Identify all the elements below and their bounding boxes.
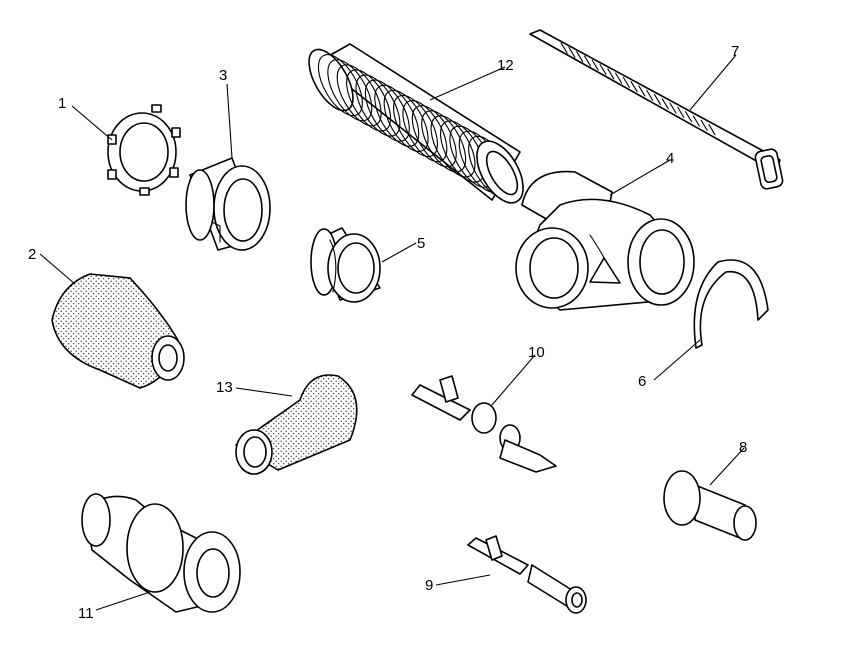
tube-rib (336, 64, 382, 127)
part-8-pin (663, 470, 757, 541)
part-3-coupling-nut (185, 157, 271, 251)
tie-tooth (669, 102, 677, 114)
tube-rib (393, 94, 438, 158)
tube-rib (439, 120, 485, 183)
part-2-boot (51, 273, 185, 389)
callout-12: 12 (497, 57, 514, 74)
tube-rib (421, 110, 467, 173)
callout-13: 13 (216, 379, 233, 396)
tube-rib (430, 115, 476, 178)
tie-tooth (599, 63, 607, 76)
part-1-lock-ring (107, 104, 181, 196)
callout-3: 3 (219, 67, 227, 84)
tie-tooth (576, 51, 584, 63)
callout-4: 4 (666, 150, 674, 167)
tube-rib (402, 100, 448, 163)
tube-rib (317, 54, 363, 117)
tie-tooth (591, 59, 599, 71)
tie-tooth (692, 115, 700, 127)
callout-11: 11 (78, 605, 94, 622)
part-4-tee-fitting (515, 170, 695, 311)
tube-rib (374, 84, 420, 147)
callout-6: 6 (638, 373, 646, 390)
tie-tooth (630, 81, 638, 93)
tie-tooth (568, 46, 576, 58)
callout-2: 2 (28, 246, 36, 263)
part-6-spring-clip (693, 259, 769, 349)
tie-tooth (685, 111, 693, 123)
tube-rib (411, 105, 457, 168)
callout-5: 5 (417, 235, 425, 252)
tie-tooth (615, 72, 623, 84)
leader-lines (39, 54, 745, 611)
tie-tooth (646, 89, 654, 101)
tie-tooth (653, 93, 662, 106)
callout-10: 10 (528, 344, 545, 361)
part-5-grommet (310, 227, 381, 303)
tie-tooth (583, 55, 592, 67)
part-9-socket-contact (467, 535, 587, 614)
callout-8: 8 (739, 439, 747, 456)
part-13-dust-cap (235, 374, 358, 475)
tube-rib (364, 79, 410, 142)
tie-tooth (677, 106, 685, 118)
tube-rib (383, 89, 429, 152)
part-12-convoluted-tube (308, 43, 524, 204)
callout-7: 7 (731, 43, 739, 60)
tie-tooth (708, 124, 716, 136)
tube-rib (327, 59, 373, 122)
tie-tooth (622, 76, 630, 88)
tube-rib (355, 74, 401, 137)
callout-labels: 1 2 3 4 5 6 7 8 9 10 11 12 13 (28, 43, 747, 622)
callout-9: 9 (425, 577, 433, 594)
callout-1: 1 (58, 95, 66, 112)
part-7-cable-tie (529, 29, 784, 190)
tie-tooth (661, 98, 669, 110)
part-11-inline-connector (81, 493, 241, 613)
tube-rib (346, 69, 392, 132)
part-10-pin-contact (411, 375, 557, 473)
tie-tooth (700, 119, 708, 131)
tie-tooth (638, 85, 646, 97)
tie-tooth (607, 68, 615, 80)
tie-tooth (560, 42, 568, 54)
